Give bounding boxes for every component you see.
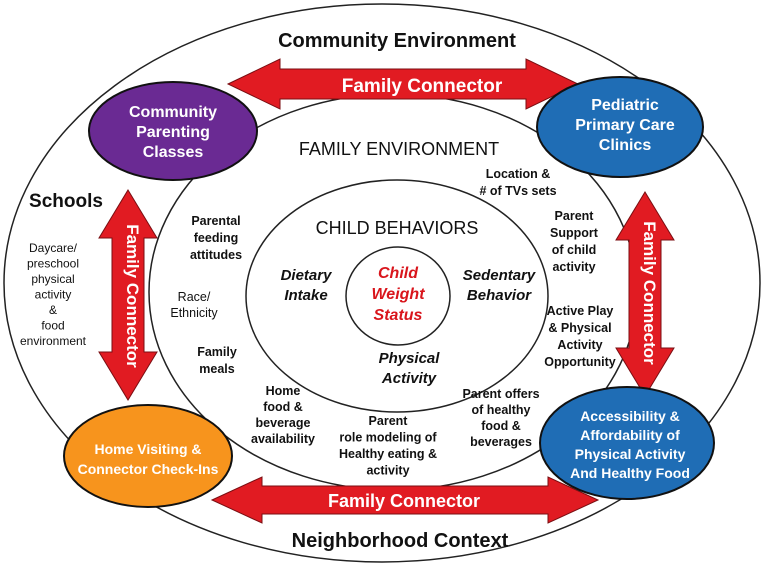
parent-support-line: activity xyxy=(552,260,595,274)
parent-offers-line: Parent offers xyxy=(462,387,539,401)
parenting-line: Classes xyxy=(143,144,204,161)
parental-feeding-line: Parental xyxy=(191,214,240,228)
role-modeling-line: Healthy eating & xyxy=(339,447,437,461)
family-connector-bottom-label: Family Connector xyxy=(328,491,480,511)
child-weight-status-line: Weight xyxy=(371,286,425,303)
family-meals-line: meals xyxy=(199,362,234,376)
pediatric-line: Pediatric xyxy=(591,97,659,114)
parental-feeding-text: Parental feeding attitudes xyxy=(190,214,242,262)
dietary-intake-line: Intake xyxy=(284,287,327,304)
child-behaviors-ring xyxy=(245,179,549,413)
community-environment-ring xyxy=(3,3,761,563)
daycare-line: physical xyxy=(31,272,74,286)
parent-offers-line: of healthy xyxy=(471,403,530,417)
tv-location-text: Location & # of TVs sets xyxy=(479,167,556,198)
access-line: And Healthy Food xyxy=(570,465,690,481)
schools-label: Schools xyxy=(29,191,103,212)
parent-offers-line: beverages xyxy=(470,435,532,449)
race-ethnicity-text: Race/Ethnicity xyxy=(170,290,218,320)
daycare-line: preschool xyxy=(27,257,79,271)
accessibility-affordability-node xyxy=(539,386,715,500)
accessibility-affordability-label: Accessibility & Affordability of Physical … xyxy=(570,408,690,481)
sedentary-behavior-line: Behavior xyxy=(467,287,532,304)
daycare-line: food xyxy=(41,319,64,333)
active-play-line: Activity xyxy=(557,338,602,352)
parenting-line: Community xyxy=(129,104,217,121)
parent-offers-line: food & xyxy=(481,419,521,433)
family-connector-left-label: Family Connector xyxy=(123,224,142,368)
active-play-line: Opportunity xyxy=(544,355,616,369)
physical-activity-line: Activity xyxy=(381,370,437,387)
access-line: Physical Activity xyxy=(575,446,686,462)
child-weight-status-ring xyxy=(345,246,451,346)
parenting-line: Parenting xyxy=(136,124,210,141)
child-weight-status-line: Status xyxy=(374,307,423,324)
pediatric-line: Clinics xyxy=(599,137,652,154)
role-modeling-line: Parent xyxy=(369,414,409,428)
access-line: Affordability of xyxy=(580,427,680,443)
family-connector-top-label: Family Connector xyxy=(342,76,503,97)
race-ethnicity-line: Ethnicity xyxy=(170,306,218,320)
pediatric-line: Primary Care xyxy=(575,117,675,134)
role-modeling-line: role modeling of xyxy=(339,431,437,445)
home-food-line: availability xyxy=(251,432,315,446)
tv-location-line: Location & xyxy=(486,167,551,181)
home-food-text: Home food & beverage availability xyxy=(251,384,315,446)
parent-support-line: Support xyxy=(550,226,599,240)
neighborhood-context-label: Neighborhood Context xyxy=(292,530,509,552)
pediatric-primary-care-node xyxy=(536,76,704,178)
daycare-line: Daycare/ xyxy=(29,241,78,255)
home-food-line: food & xyxy=(263,400,303,414)
active-play-line: & Physical xyxy=(548,321,611,335)
family-connector-bottom-arrow xyxy=(210,476,600,524)
family-meals-text: Family meals xyxy=(197,345,237,376)
home-visit-line: Connector Check-Ins xyxy=(78,461,219,477)
parental-feeding-line: feeding xyxy=(194,231,238,245)
community-parenting-classes-node xyxy=(88,81,258,181)
child-weight-status-line: Child xyxy=(378,265,419,282)
community-environment-label: Community Environment xyxy=(278,30,516,52)
access-line: Accessibility & xyxy=(580,408,680,424)
home-food-line: Home xyxy=(266,384,301,398)
role-modeling-line: activity xyxy=(366,464,409,478)
family-environment-label: FAMILY ENVIRONMENT xyxy=(299,139,499,159)
dietary-intake-line: Dietary xyxy=(281,267,333,284)
parental-feeding-line: attitudes xyxy=(190,248,242,262)
home-visiting-node xyxy=(63,404,233,508)
family-meals-line: Family xyxy=(197,345,237,359)
home-visit-line: Home Visiting & xyxy=(94,441,201,457)
active-play-line: Active Play xyxy=(547,304,614,318)
home-food-line: beverage xyxy=(256,416,311,430)
race-ethnicity-line: Race/ xyxy=(178,290,211,304)
daycare-line: activity xyxy=(35,288,72,302)
family-connector-left-arrow xyxy=(98,189,158,401)
home-visiting-label: Home Visiting & Connector Check-Ins xyxy=(78,441,219,477)
parent-offers-text: Parent offers of healthy food & beverages xyxy=(462,387,539,449)
connector-arrows xyxy=(98,58,675,524)
daycare-line: & xyxy=(49,303,57,317)
daycare-line: environment xyxy=(20,334,87,348)
parent-support-line: of child xyxy=(552,243,596,257)
parent-support-line: Parent xyxy=(555,209,595,223)
family-connector-right-label: Family Connector xyxy=(640,221,659,365)
sedentary-behavior-line: Sedentary xyxy=(463,267,536,284)
role-modeling-text: Parent role modeling of Healthy eating & ac… xyxy=(339,414,437,478)
physical-activity-line: Physical xyxy=(379,350,441,367)
child-behaviors-label: CHILD BEHAVIORS xyxy=(316,218,479,238)
tv-location-line: # of TVs sets xyxy=(479,184,556,198)
